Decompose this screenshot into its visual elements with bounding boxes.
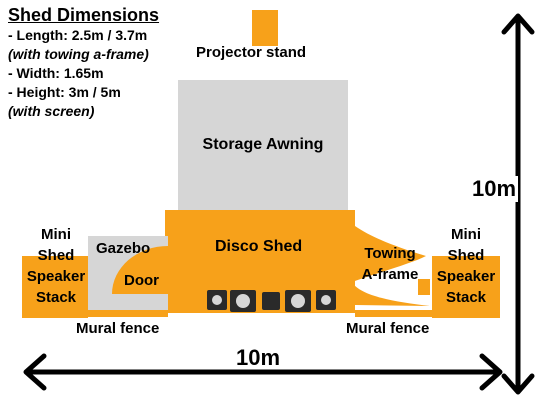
towing-a-frame-label: Towing A-frame — [350, 243, 430, 285]
mini-shed-left-line-4: Stack — [35, 289, 77, 306]
door-label: Door — [124, 272, 159, 289]
speaker-cone-1 — [212, 295, 222, 305]
disco-shed-label: Disco Shed — [215, 238, 303, 255]
speaker-cone-2 — [236, 294, 250, 308]
horizontal-arrow-left-head — [23, 353, 47, 391]
door-shape — [112, 246, 168, 294]
horizontal-arrow-right-head — [479, 353, 503, 391]
legend-title: Shed Dimensions — [8, 5, 160, 25]
legend-length: - Length: 2.5m / 3.7m — [8, 27, 148, 43]
mini-shed-right — [432, 256, 500, 318]
a-frame-tip — [418, 279, 430, 295]
mini-shed-right-line-2: Shed — [447, 247, 485, 264]
legend-height-note: (with screen) — [8, 103, 95, 119]
dimensions-legend: Shed Dimensions - Length: 2.5m / 3.7m (w… — [8, 4, 198, 121]
speaker-cone-4 — [321, 295, 331, 305]
horizontal-dimension-label: 10m — [236, 345, 281, 370]
vertical-dimension-label: 10m — [470, 176, 519, 202]
speaker-cone-3 — [291, 294, 305, 308]
mini-shed-right-line-4: Stack — [445, 289, 487, 306]
towing-a-frame — [352, 226, 430, 306]
gazebo-label: Gazebo — [96, 240, 151, 257]
mini-shed-right-label: Mini Shed Speaker Stack — [424, 224, 508, 308]
storage-awning-label: Storage Awning — [202, 136, 324, 153]
mini-shed-left-line-3: Speaker — [26, 268, 86, 285]
mural-fence-left-label: Mural fence — [76, 320, 160, 337]
towing-label: Towing — [364, 245, 416, 262]
projector-stand-label: Projector stand — [196, 44, 307, 61]
speaker-cabinet-3 — [262, 292, 280, 310]
legend-length-note: (with towing a-frame) — [8, 46, 149, 62]
a-frame-label: A-frame — [361, 266, 419, 283]
mural-fence-left-bar — [88, 310, 168, 317]
legend-height: - Height: 3m / 5m — [8, 84, 121, 100]
mini-shed-left-line-1: Mini — [41, 226, 71, 243]
mini-shed-left-label: Mini Shed Speaker Stack — [14, 224, 98, 308]
projector-stand-block — [252, 10, 278, 46]
mini-shed-left-line-2: Shed — [37, 247, 75, 264]
storage-awning — [178, 80, 348, 210]
vertical-arrow-top-head — [501, 13, 535, 35]
mural-fence-right-label: Mural fence — [346, 320, 430, 337]
legend-width: - Width: 1.65m — [8, 65, 104, 81]
mural-fence-right-bar — [355, 310, 432, 317]
mini-shed-left — [22, 256, 88, 318]
mini-shed-right-line-3: Speaker — [436, 268, 496, 285]
vertical-arrow-bottom-head — [501, 373, 535, 395]
mini-shed-right-line-1: Mini — [451, 226, 481, 243]
